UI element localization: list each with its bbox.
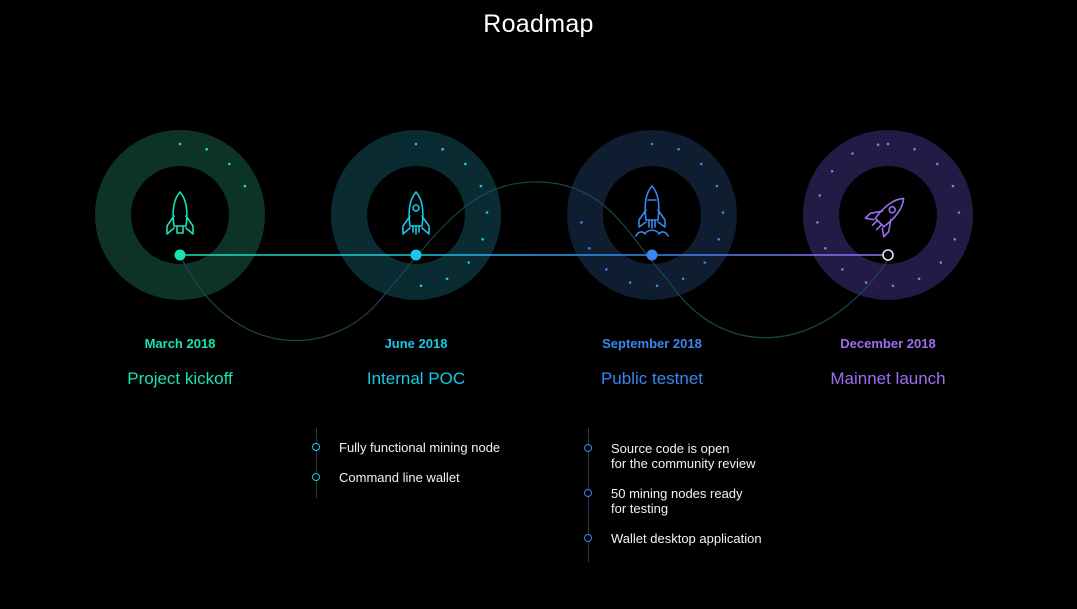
progress-dot [178, 142, 182, 146]
milestone-name-4[interactable]: Mainnet launch [830, 369, 946, 388]
progress-dot [824, 247, 827, 250]
list-item: Command line wallet [339, 470, 460, 485]
list-bullet [584, 489, 592, 497]
progress-dot [580, 221, 583, 224]
list-bullet [584, 444, 592, 452]
list-divider [316, 428, 317, 498]
progress-dot [650, 142, 654, 146]
progress-dot [628, 281, 632, 284]
progress-dot [818, 194, 822, 197]
milestone-date-1: March 2018 [144, 336, 216, 351]
progress-dot [655, 284, 659, 288]
rocket-icon [402, 191, 430, 235]
progress-dot [464, 162, 467, 166]
progress-dot [441, 147, 444, 151]
timeline-node-3[interactable] [646, 249, 658, 261]
timeline-node-1[interactable] [174, 249, 186, 261]
progress-dot [830, 170, 834, 173]
progress-dot [816, 221, 819, 224]
milestone-date-2: June 2018 [384, 336, 448, 351]
list-item: Wallet desktop application [611, 531, 762, 546]
list-bullet [312, 473, 320, 481]
list-item: Fully functional mining node [339, 440, 501, 455]
progress-dot [467, 261, 471, 264]
progress-dot [717, 238, 720, 241]
rocket-flying-icon [864, 197, 905, 238]
progress-dot [445, 277, 449, 281]
progress-dot [715, 184, 719, 188]
progress-dot [677, 147, 680, 151]
progress-dot [681, 277, 685, 281]
timeline-node-4[interactable] [882, 249, 894, 261]
details-list-public-testnet: Source code is open for the community re… [584, 428, 827, 562]
progress-dot [243, 184, 247, 188]
progress-dots [178, 142, 961, 288]
progress-dot [205, 147, 208, 151]
milestone-ring-1 [95, 130, 265, 300]
progress-dot [891, 284, 895, 288]
progress-dot [953, 238, 956, 241]
progress-dot [479, 184, 483, 188]
progress-dot [841, 268, 844, 271]
progress-dot [721, 211, 725, 214]
milestone-ring-4 [803, 130, 973, 300]
rocket-icon [166, 191, 194, 235]
wave-line [179, 181, 889, 342]
rocket-launch-icon [635, 185, 669, 237]
milestone-ring-2 [331, 130, 501, 300]
milestone-date-4: December 2018 [840, 336, 936, 351]
list-item: Source code is open for the community re… [611, 441, 756, 471]
milestone-ring-3 [567, 130, 737, 300]
progress-dot [913, 147, 916, 151]
progress-dot [481, 238, 485, 241]
timeline-node-2[interactable] [410, 249, 422, 261]
milestone-name-3[interactable]: Public testnet [600, 369, 704, 388]
progress-dot [936, 162, 939, 166]
progress-dot [864, 281, 868, 284]
progress-dot [700, 162, 703, 166]
progress-dot [588, 247, 591, 250]
milestone-date-3: September 2018 [602, 336, 702, 351]
progress-dot [703, 261, 707, 264]
list-item: 50 mining nodes ready for testing [611, 486, 743, 516]
progress-dot [939, 261, 943, 264]
progress-dot [951, 184, 955, 188]
progress-dot [886, 142, 890, 146]
progress-dot [419, 284, 423, 288]
milestone-name-1[interactable]: Project kickoff [127, 369, 233, 388]
milestone-name-2[interactable]: Internal POC [366, 369, 466, 388]
progress-dot [917, 277, 921, 281]
progress-dot [605, 268, 608, 271]
list-bullet [312, 443, 320, 451]
details-list-internal-poc: Fully functional mining node Command lin… [312, 428, 555, 498]
progress-dot [485, 211, 489, 214]
progress-dot [414, 142, 418, 146]
progress-dot [228, 162, 231, 166]
progress-dot [851, 152, 854, 155]
page-title: Roadmap [483, 10, 594, 38]
progress-dot [876, 143, 880, 146]
list-bullet [584, 534, 592, 542]
progress-dot [957, 211, 961, 214]
